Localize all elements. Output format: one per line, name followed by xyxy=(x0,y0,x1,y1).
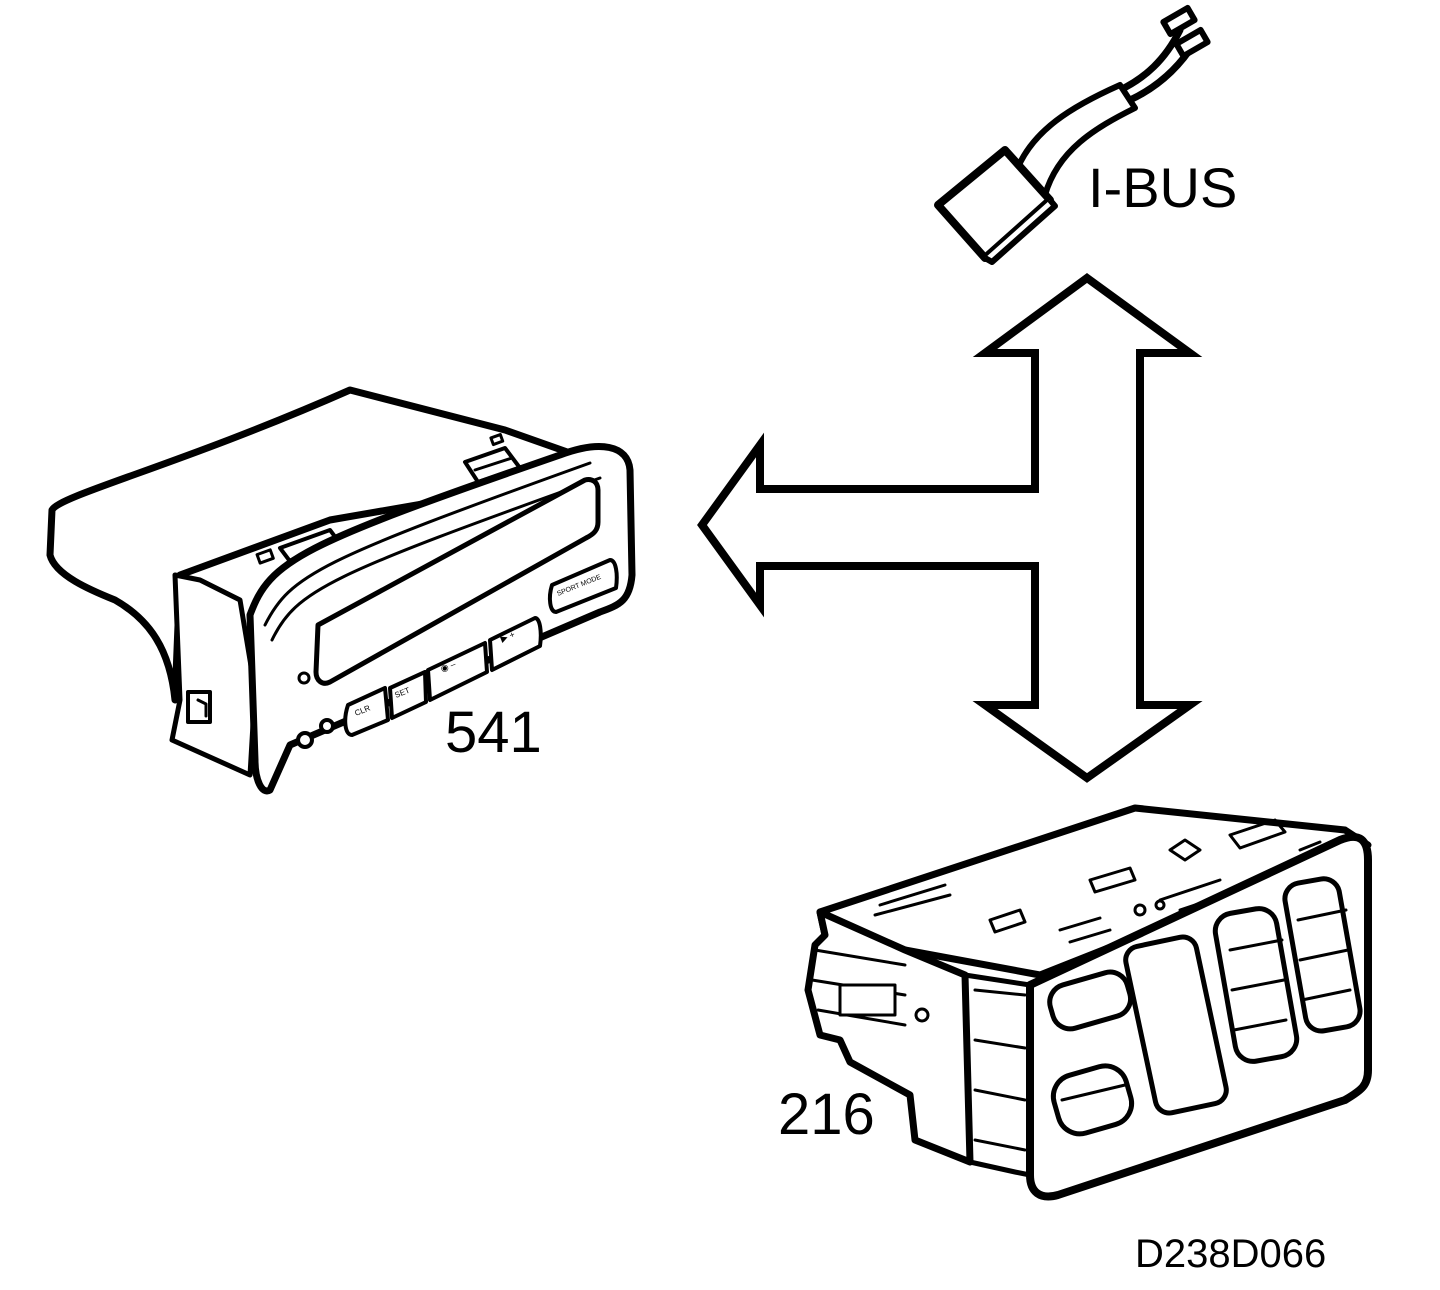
unit-541-button xyxy=(488,616,543,672)
ibus-wire-tip xyxy=(1160,4,1198,38)
unit-541-indicator xyxy=(296,731,314,749)
unit-541-button xyxy=(547,558,619,614)
label-ibus: I-BUS xyxy=(1088,156,1238,219)
bus-arrows xyxy=(697,273,1203,783)
label-unit-216: 216 xyxy=(778,1082,875,1147)
figure-reference: D238D066 xyxy=(1135,1232,1327,1276)
unit-216-screw xyxy=(914,1007,930,1023)
unit-216-button xyxy=(1047,969,1134,1032)
unit-541-display xyxy=(313,477,601,686)
unit-541: CLR SET ◉ – ▶ + SPORT MODE xyxy=(46,386,636,795)
unit-541-button xyxy=(388,670,428,720)
unit-216-button xyxy=(1050,1063,1135,1137)
ibus-cable-sheath xyxy=(1012,82,1138,198)
unit-541-buttons xyxy=(343,558,619,737)
ibus-wire-tip xyxy=(1173,26,1211,60)
unit-541-housing xyxy=(46,386,594,704)
unit-541-button xyxy=(426,641,489,702)
unit-216-display-window xyxy=(1123,934,1229,1116)
unit-541-button xyxy=(343,686,390,737)
unit-216 xyxy=(804,804,1372,1201)
unit-541-side xyxy=(169,572,258,778)
ibus-connector xyxy=(934,4,1211,265)
unit-541-indicator xyxy=(319,718,335,734)
label-unit-541: 541 xyxy=(445,700,542,765)
unit-541-indicator xyxy=(297,671,311,685)
